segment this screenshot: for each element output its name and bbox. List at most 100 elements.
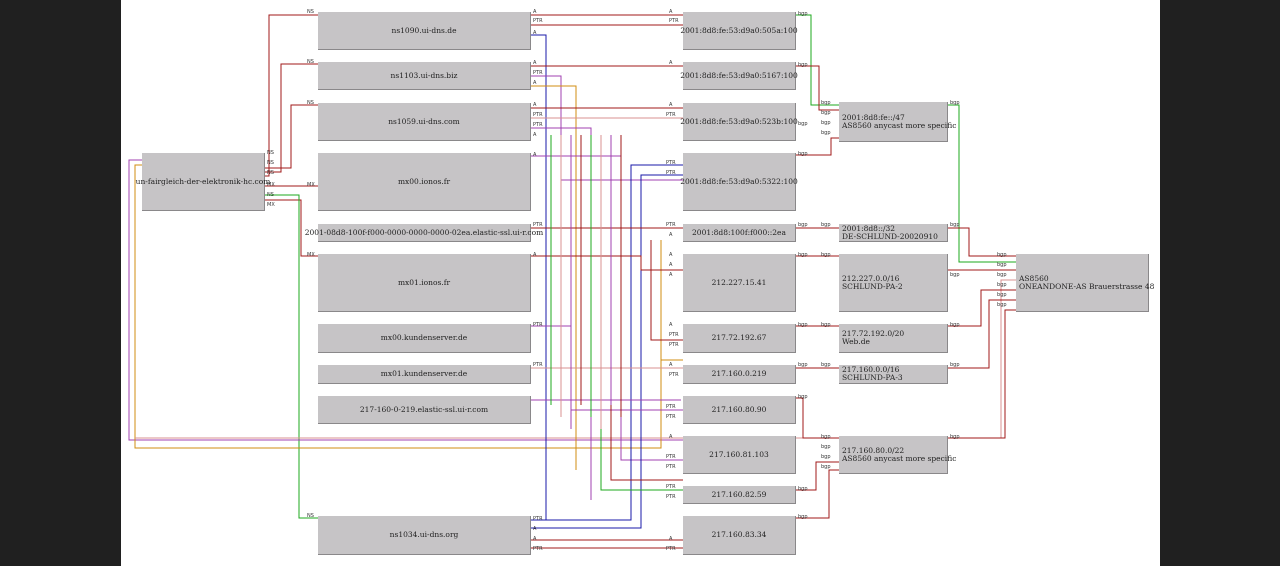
port-label: bgp [798, 151, 808, 157]
port-label: A [669, 262, 673, 268]
node-ip4-217-160-80-90[interactable]: 217.160.80.90 [683, 396, 796, 424]
port-label: bgp [821, 120, 831, 126]
port-label: PTR [666, 160, 676, 166]
port-label: A [533, 80, 537, 86]
port-label: PTR [666, 464, 676, 470]
port-label: PTR [666, 222, 676, 228]
port-label: bgp [798, 394, 808, 400]
port-label: bgp [950, 434, 960, 440]
node-mx00-ionos[interactable]: mx00.ionos.fr [318, 153, 531, 211]
node-source-domain[interactable]: un-fairgleich-der-elektronik-hc.com [136, 153, 270, 211]
port-label: NS [307, 59, 314, 65]
edge-bgp [796, 137, 839, 156]
edge-ptr [531, 164, 683, 521]
port-label: bgp [821, 362, 831, 368]
port-label: bgp [821, 454, 831, 460]
port-label: bgp [798, 222, 808, 228]
port-label: bgp [798, 322, 808, 328]
port-label: PTR [666, 454, 676, 460]
node-ip6-5322[interactable]: 2001:8d8:fe:53:d9a0:5322:100 [680, 153, 798, 211]
port-label: PTR [669, 342, 679, 348]
port-label: PTR [666, 404, 676, 410]
port-label: PTR [533, 222, 543, 228]
edge-bgp [796, 397, 839, 439]
node-mx01-kundenserver[interactable]: mx01.kundenserver.de [318, 365, 531, 384]
port-label: A [669, 252, 673, 258]
edge-a [531, 255, 683, 271]
node-elastic-ipv4[interactable]: 217-160-0-219.elastic-ssl.ui-r.com [318, 396, 531, 424]
port-label: A [669, 232, 673, 238]
edge-bgp [948, 299, 1016, 369]
edge-bgp [796, 14, 839, 106]
edge-a [650, 240, 683, 341]
node-ip6-523b[interactable]: 2001:8d8:fe:53:d9a0:523b:100 [680, 103, 798, 141]
port-label: bgp [950, 362, 960, 368]
node-ns1059[interactable]: ns1059.ui-dns.com [318, 103, 531, 141]
port-label: PTR [533, 18, 543, 24]
edge-a [531, 155, 683, 461]
edge-back [128, 159, 721, 441]
port-label: bgp [798, 11, 808, 17]
port-label: bgp [798, 62, 808, 68]
node-ns1103[interactable]: ns1103.ui-dns.biz [318, 62, 531, 90]
node-ip4-217-160-0-219[interactable]: 217.160.0.219 [683, 365, 796, 384]
node-ip4-217-160-82-59[interactable]: 217.160.82.59 [683, 486, 796, 504]
node-mx01-ionos[interactable]: mx01.ionos.fr [318, 254, 531, 312]
edge-ns [265, 104, 318, 169]
port-label: PTR [533, 112, 543, 118]
port-label: MX [267, 182, 275, 188]
port-label: bgp [798, 252, 808, 258]
edge-layer: NSNSNSMXMXNSNSNSNSMXNSMXAPTRAAPTRAAPTRPT… [128, 9, 1016, 552]
edge-bgp [796, 469, 839, 519]
port-label: bgp [798, 362, 808, 368]
node-ip4-217-72-192-67[interactable]: 217.72.192.67 [683, 324, 796, 353]
edge-ns [265, 194, 318, 519]
port-label: bgp [997, 302, 1007, 308]
port-label: A [533, 526, 537, 532]
node-ip6-505a[interactable]: 2001:8d8:fe:53:d9a0:505a:100 [680, 12, 798, 50]
port-label: A [669, 272, 673, 278]
node-ip4-217-160-83-34[interactable]: 217.160.83.34 [683, 516, 796, 555]
port-label: A [669, 102, 673, 108]
port-label: A [533, 30, 537, 36]
port-label: A [533, 132, 537, 138]
port-label: A [533, 152, 537, 158]
port-label: NS [307, 9, 314, 15]
port-label: A [533, 102, 537, 108]
port-label: bgp [821, 444, 831, 450]
node-ip4-217-160-81-103[interactable]: 217.160.81.103 [683, 436, 796, 474]
port-label: PTR [666, 414, 676, 420]
port-label: bgp [821, 434, 831, 440]
port-label: A [533, 536, 537, 542]
edge-bgp [948, 227, 1016, 257]
port-label: NS [307, 100, 314, 106]
node-ns1090[interactable]: ns1090.ui-dns.de [318, 12, 531, 50]
port-label: PTR [533, 122, 543, 128]
node-mx00-kundenserver[interactable]: mx00.kundenserver.de [318, 324, 531, 353]
port-label: NS [267, 170, 274, 176]
port-label: bgp [997, 282, 1007, 288]
port-label: bgp [950, 100, 960, 106]
node-ip4-212-227-15-41[interactable]: 212.227.15.41 [683, 254, 796, 312]
port-label: bgp [821, 130, 831, 136]
port-label: bgp [997, 272, 1007, 278]
port-label: PTR [669, 332, 679, 338]
node-ip6-2ea[interactable]: 2001:8d8:100f:f000::2ea [683, 224, 796, 242]
node-elastic-ipv6[interactable]: 2001-08d8-100f-f000-0000-0000-0000-02ea.… [305, 224, 543, 242]
port-label: A [669, 60, 673, 66]
node-ip6-5167[interactable]: 2001:8d8:fe:53:d9a0:5167:100 [680, 62, 798, 90]
port-label: bgp [997, 292, 1007, 298]
edge-bgp [948, 104, 1016, 263]
edge-bgp [796, 65, 839, 111]
node-ns1034[interactable]: ns1034.ui-dns.org [318, 516, 531, 555]
port-label: PTR [666, 170, 676, 176]
port-label: A [669, 322, 673, 328]
